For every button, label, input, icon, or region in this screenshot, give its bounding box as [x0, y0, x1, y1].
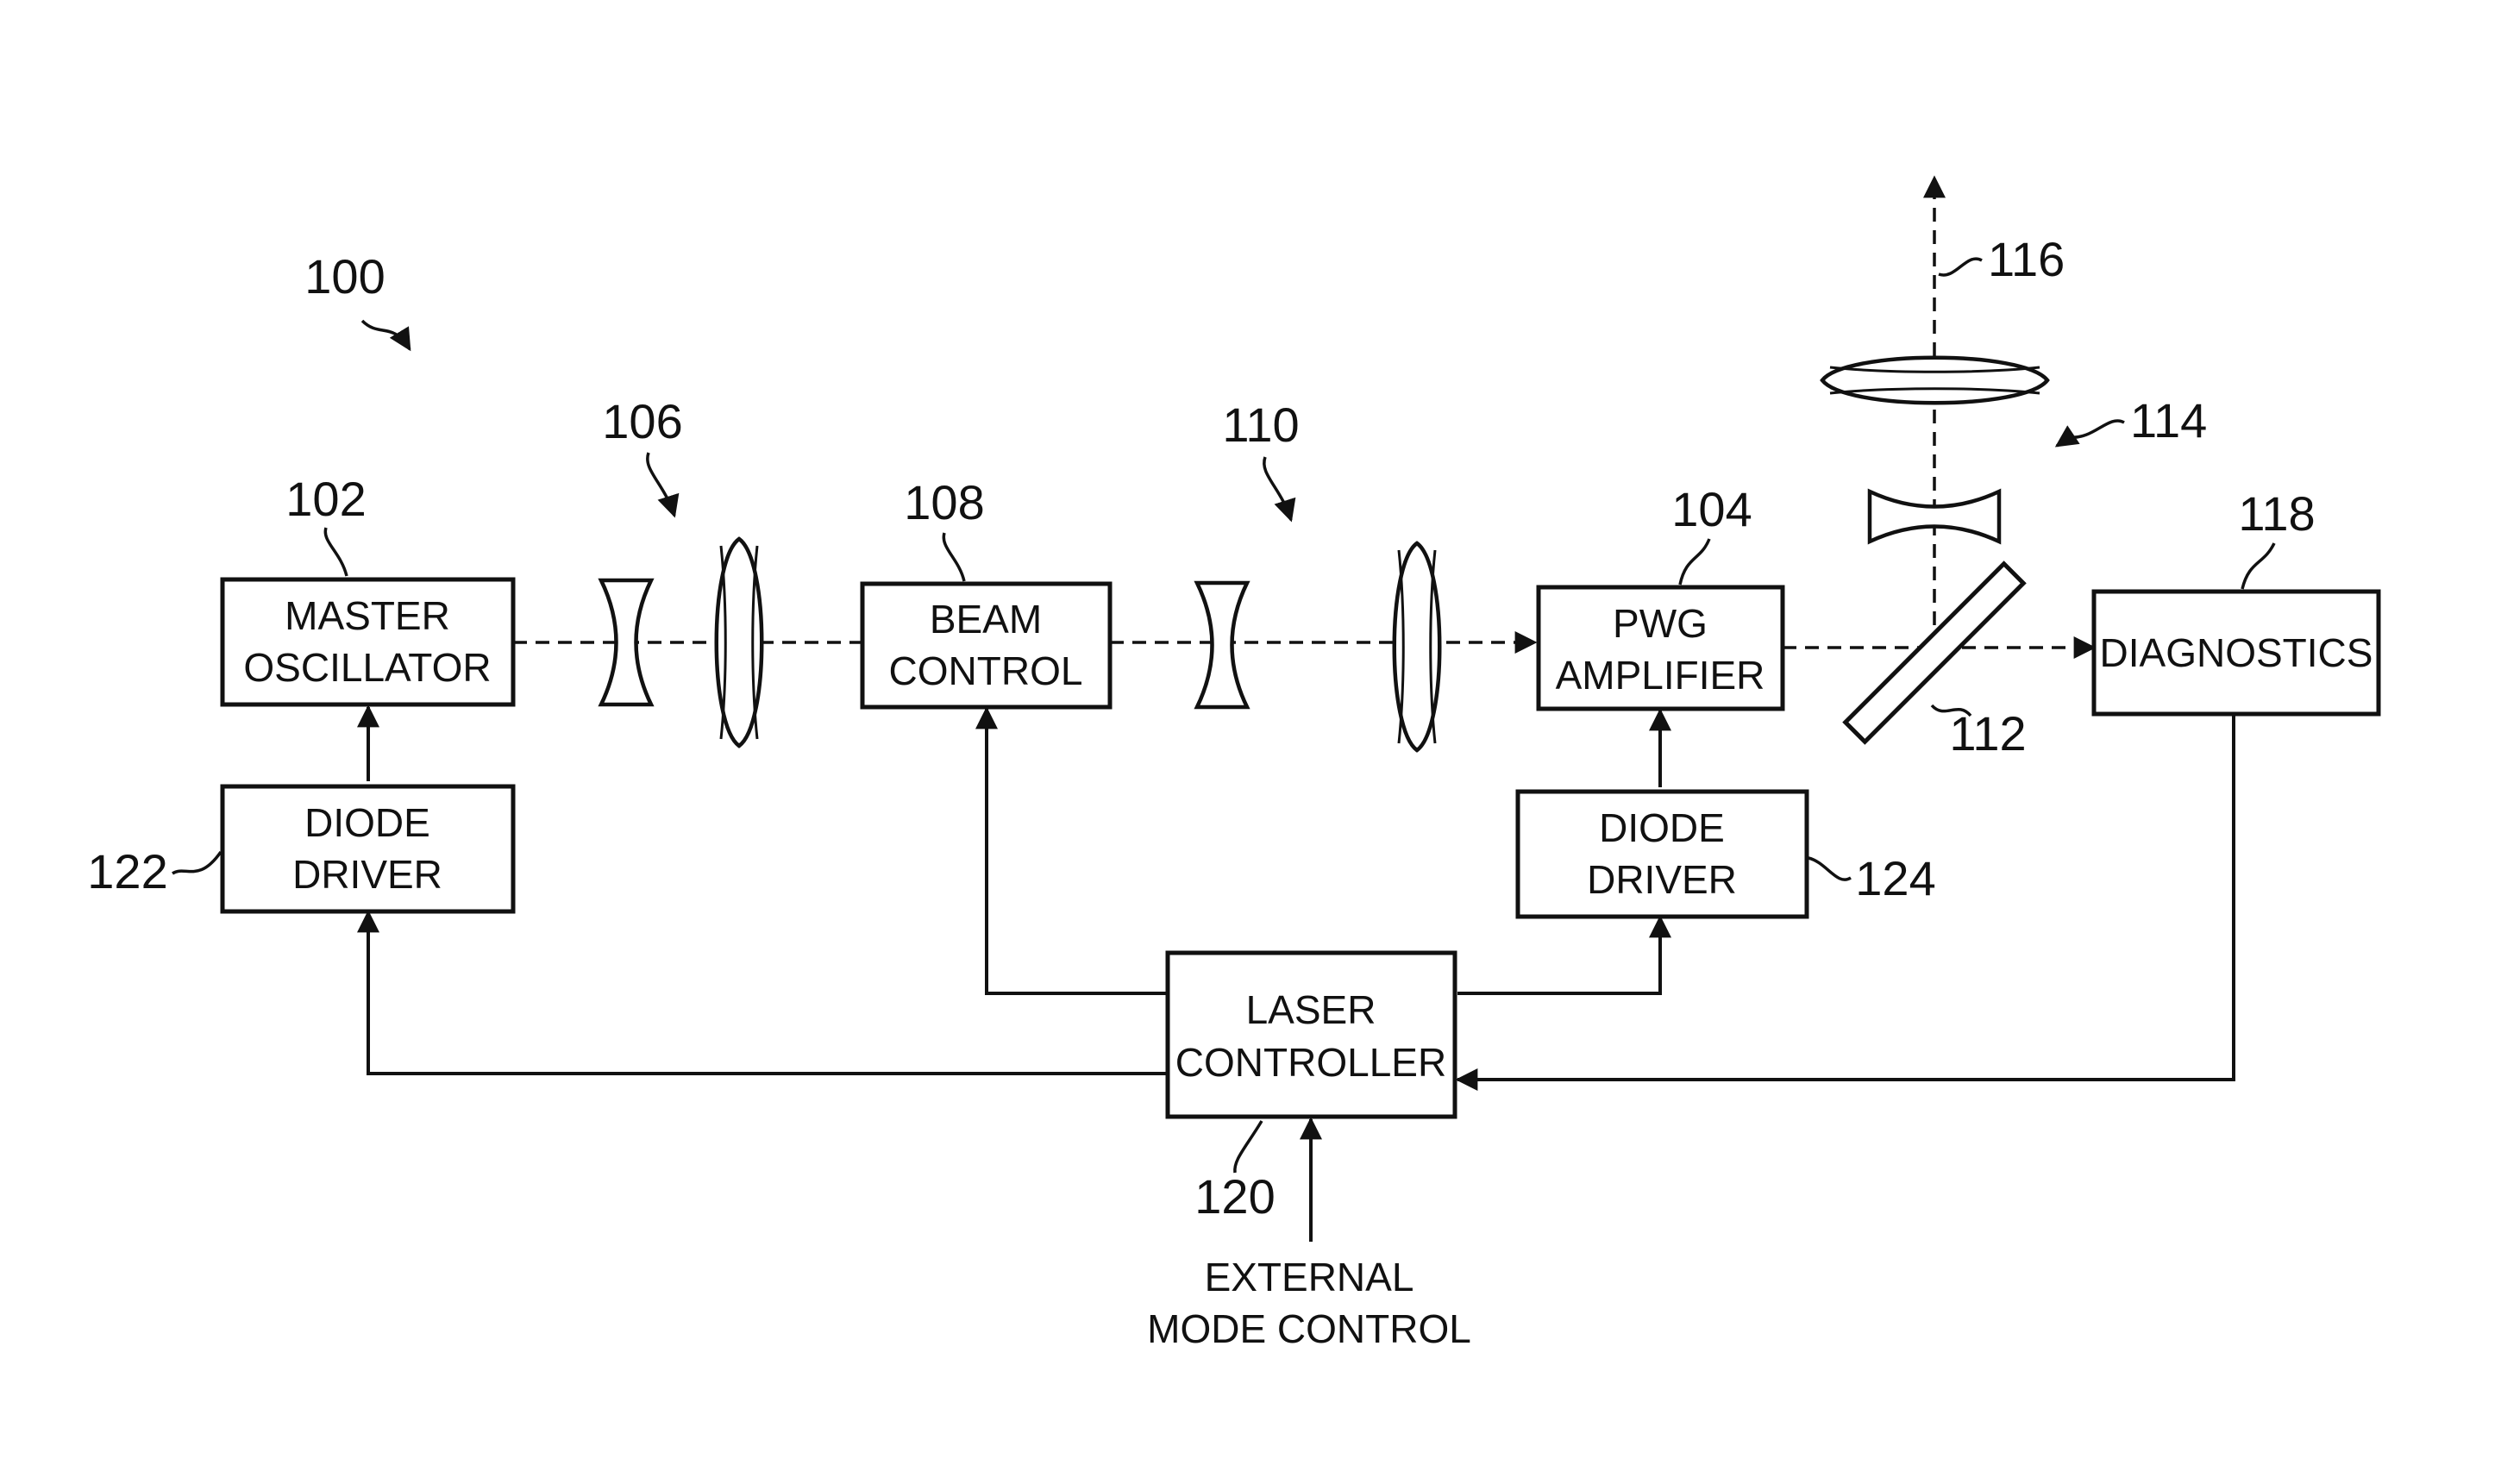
diagnostics-label: DIAGNOSTICS [2100, 630, 2373, 675]
external-mode-control-line2: MODE CONTROL [1147, 1306, 1471, 1351]
telescope-114 [1822, 358, 2047, 542]
diagnostics-block: DIAGNOSTICS [2094, 592, 2379, 714]
diode-driver-left-label-line2: DRIVER [292, 852, 442, 897]
ref-106: 106 [602, 394, 682, 448]
laser-controller-label-line1: LASER [1246, 987, 1376, 1032]
pwg-amplifier-label-line1: PWG [1613, 601, 1708, 646]
concave-lens-110 [1197, 583, 1247, 707]
master-oscillator-block: MASTER OSCILLATOR [223, 579, 513, 704]
telescope-convex-lens [1822, 358, 2047, 404]
ref-102: 102 [285, 472, 366, 526]
ref-124: 124 [1855, 851, 1935, 905]
master-oscillator-label-line2: OSCILLATOR [243, 645, 491, 690]
line-controller-to-beam-control [987, 709, 1166, 993]
lens-group-110 [1197, 543, 1439, 750]
pwg-amplifier-label-line2: AMPLIFIER [1556, 653, 1765, 698]
laser-controller-label-line2: CONTROLLER [1175, 1040, 1446, 1085]
ref-116: 116 [1988, 232, 2065, 286]
beam-control-label-line2: CONTROL [889, 648, 1083, 693]
ref-108: 108 [904, 475, 984, 529]
ref-122: 122 [87, 844, 167, 899]
external-mode-control-line1: EXTERNAL [1205, 1255, 1414, 1299]
pwg-amplifier-block: PWG AMPLIFIER [1539, 587, 1783, 709]
beam-control-block: BEAM CONTROL [862, 584, 1110, 707]
diode-driver-right-block: DIODE DRIVER [1518, 792, 1807, 917]
line-controller-to-right-diode-driver [1457, 917, 1660, 993]
laser-controller-block: LASER CONTROLLER [1168, 953, 1455, 1117]
ref-112: 112 [1949, 706, 2026, 761]
ref-118: 118 [2238, 486, 2315, 541]
ref-110: 110 [1222, 398, 1299, 452]
ref-114: 114 [2130, 393, 2207, 448]
master-oscillator-label-line1: MASTER [285, 593, 450, 638]
diode-driver-left-block: DIODE DRIVER [223, 786, 513, 911]
ref-100: 100 [304, 249, 385, 304]
beam-control-label-line1: BEAM [930, 597, 1042, 642]
ref-104: 104 [1671, 482, 1752, 536]
diode-driver-right-label-line1: DIODE [1599, 805, 1725, 850]
ref-120: 120 [1194, 1169, 1275, 1224]
diode-driver-right-label-line2: DRIVER [1587, 857, 1737, 902]
diode-driver-left-label-line1: DIODE [304, 800, 430, 845]
